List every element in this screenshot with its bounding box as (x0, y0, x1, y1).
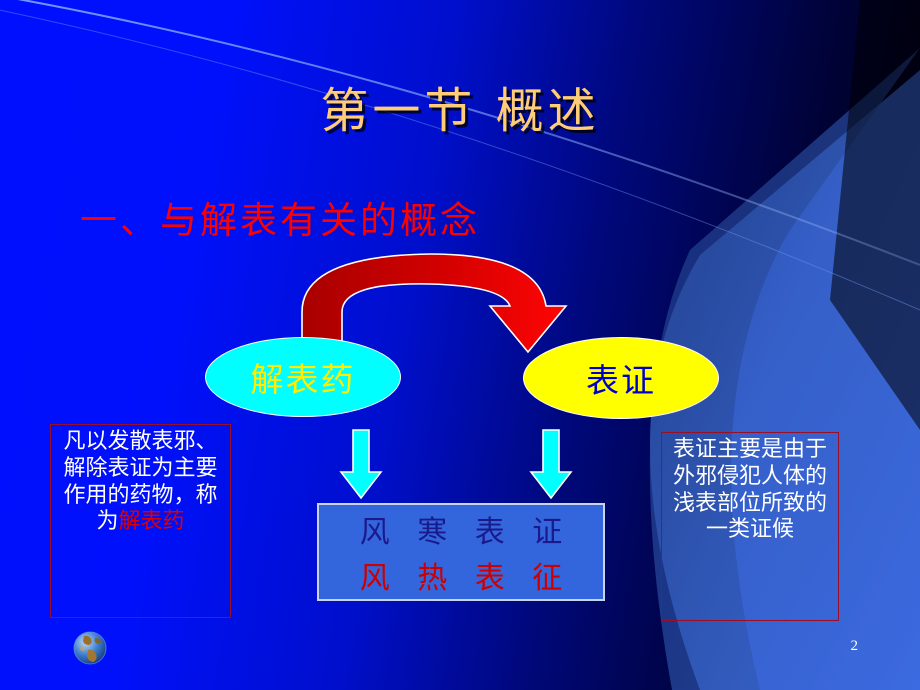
syndrome-wind-heat: 风 热 表 征 (359, 561, 572, 596)
section-subtitle: 一、与解表有关的概念 (80, 199, 480, 242)
syndrome-types-box: 风 寒 表 证 风 热 表 征 (317, 503, 605, 601)
node-biaozheng[interactable]: 表证 (523, 337, 719, 419)
definition-highlight: 解表药 (118, 509, 185, 535)
syndrome-wind-cold: 风 寒 表 证 (359, 515, 572, 550)
down-arrow-left (339, 429, 383, 500)
node-label: 表证 (586, 361, 656, 400)
dark-wedge (830, 0, 920, 430)
down-arrow-right (529, 429, 573, 500)
page-number: 2 (850, 638, 859, 654)
curved-red-arrow (301, 253, 568, 357)
globe-icon (73, 631, 107, 665)
definition-box-left: 凡以发散表邪、解除表证为主要作用的药物，称为解表药 (50, 424, 231, 618)
node-label: 解表药 (250, 360, 356, 399)
page-title: 第一节 概述 (320, 83, 600, 139)
definition-text: 凡以发散表邪、解除表证为主要作用的药物，称为 (63, 429, 218, 535)
definition-box-right: 表证主要是由于外邪侵犯人体的浅表部位所致的一类证候 (661, 432, 839, 621)
definition-text: 表证主要是由于外邪侵犯人体的浅表部位所致的一类证候 (672, 437, 827, 543)
node-jiebiaoyao[interactable]: 解表药 (205, 337, 401, 417)
